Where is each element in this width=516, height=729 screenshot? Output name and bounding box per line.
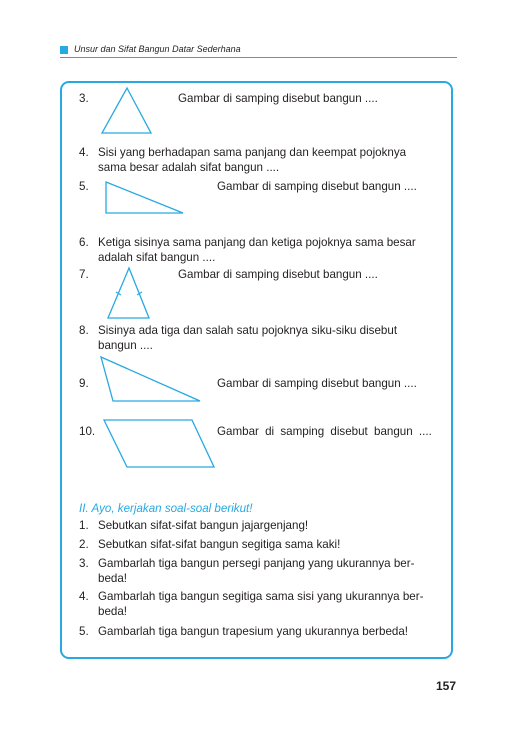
question-9-number: 9. (79, 377, 89, 390)
header-rule (60, 57, 457, 58)
question-10-number: 10. (79, 425, 96, 438)
header-title: Unsur dan Sifat Bangun Datar Sederhana (74, 44, 241, 54)
equilateral-triangle-shape (100, 86, 153, 134)
question-8-line-1: Sisinya ada tiga dan salah satu pojoknya… (98, 324, 398, 337)
question-6-line-2: adalah sifat bangun .... (98, 251, 216, 264)
question-3-number: 3. (79, 92, 89, 105)
question-9-text: Gambar di samping disebut bangun .... (217, 377, 417, 390)
header-square-icon (60, 46, 68, 54)
running-header: Unsur dan Sifat Bangun Datar Sederhana (60, 44, 457, 58)
task-2-number: 2. (79, 538, 89, 551)
isosceles-triangle-shape (107, 266, 150, 319)
section-2-heading: II. Ayo, kerjakan soal-soal berikut! (79, 502, 253, 515)
question-6-number: 6. (79, 236, 89, 249)
task-1-number: 1. (79, 519, 89, 532)
question-7-text: Gambar di samping disebut bangun .... (178, 268, 378, 281)
task-2-text: Sebutkan sifat-sifat bangun segitiga sam… (98, 538, 341, 551)
parallelogram-shape (102, 419, 216, 468)
obtuse-triangle-shape (100, 355, 201, 402)
question-6-line-1: Ketiga sisinya sama panjang dan ketiga p… (98, 236, 416, 249)
question-4-line-1: Sisi yang berhadapan sama panjang dan ke… (98, 146, 407, 159)
task-1-text: Sebutkan sifat-sifat bangun jajargenjang… (98, 519, 309, 532)
task-3-line-2: beda! (98, 572, 128, 585)
question-7-number: 7. (79, 268, 89, 281)
exercise-box (60, 81, 453, 659)
question-8-number: 8. (79, 324, 89, 337)
task-4-line-2: beda! (98, 605, 128, 618)
task-3-line-1: Gambarlah tiga bangun persegi panjang ya… (98, 557, 415, 570)
question-3-text: Gambar di samping disebut bangun .... (178, 92, 378, 105)
task-3-number: 3. (79, 557, 89, 570)
question-8-line-2: bangun .... (98, 339, 153, 352)
task-5-text: Gambarlah tiga bangun trapesium yang uku… (98, 625, 409, 638)
question-4-number: 4. (79, 146, 89, 159)
page-number: 157 (436, 679, 457, 693)
question-10-text: Gambar di samping disebut bangun .... (217, 425, 432, 438)
question-5-number: 5. (79, 180, 89, 193)
right-triangle-shape (105, 181, 184, 214)
question-5-text: Gambar di samping disebut bangun .... (217, 180, 417, 193)
task-5-number: 5. (79, 625, 89, 638)
task-4-line-1: Gambarlah tiga bangun segitiga sama sisi… (98, 590, 424, 603)
question-4-line-2: sama besar adalah sifat bangun .... (98, 161, 280, 174)
task-4-number: 4. (79, 590, 89, 603)
